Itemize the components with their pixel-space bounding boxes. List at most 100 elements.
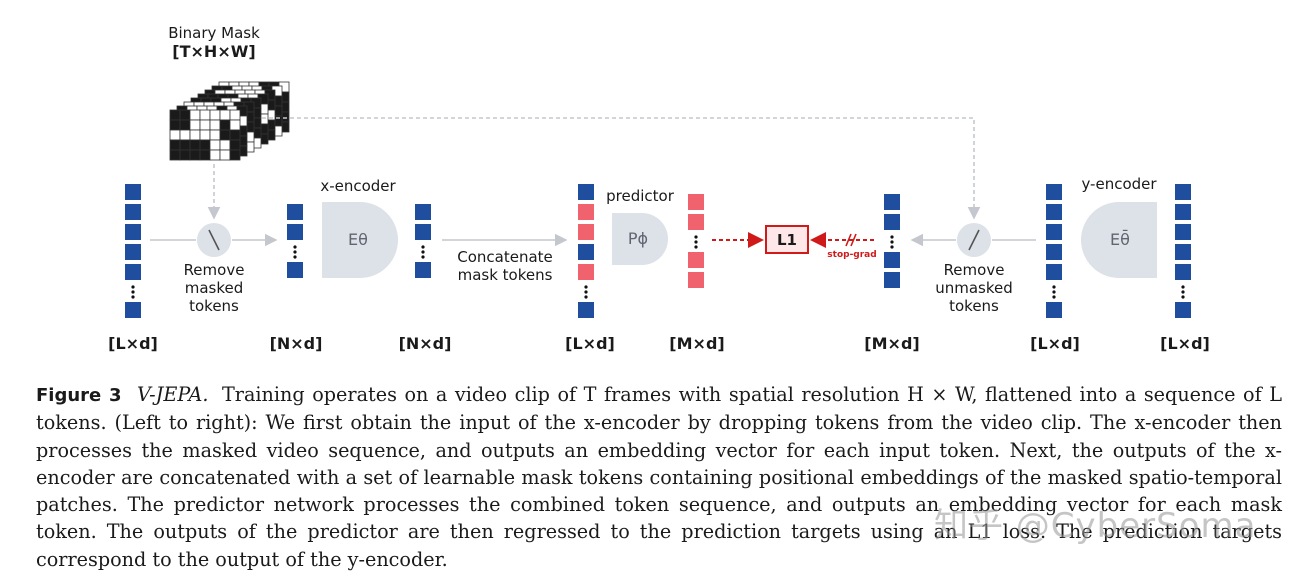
token [884,252,900,268]
mask-cell [229,129,241,141]
token [1175,184,1191,200]
mask-cell [189,109,201,121]
dim-concat: [L×d] [565,334,615,353]
remove-masked-line3: tokens [189,297,239,315]
mask-to-unmask-dashed [262,117,981,220]
mask-cell [209,119,221,131]
mask-dims: [T×H×W] [172,42,255,61]
token [1046,184,1062,200]
remove-masked-line1: Remove [184,261,245,279]
ellipsis-dot [1181,290,1185,294]
token [884,272,900,288]
dim-targets: [M×d] [864,334,919,353]
remove-unmasked-line2: unmasked [935,279,1013,297]
ellipsis-dot [1181,285,1185,289]
figure-caption: Figure 3 V-JEPA. Training operates on a … [36,381,1282,573]
mask-cell [169,139,181,151]
token [1046,204,1062,220]
ellipsis-dot [293,255,297,259]
ellipsis-dot [584,295,588,299]
token [1046,264,1062,280]
ellipsis-dot [694,245,698,249]
stop-grad-label: stop-grad [827,250,876,260]
token [1046,244,1062,260]
figure-label: Figure 3 [36,385,122,406]
ellipsis-dot [293,245,297,249]
dim-yenc-in: [L×d] [1030,334,1080,353]
token [1175,264,1191,280]
token [415,262,431,278]
mask-token [578,204,594,220]
token [884,214,900,230]
ellipsis-dot [421,245,425,249]
mask-cell [169,129,181,141]
token [578,184,594,200]
token [578,302,594,318]
token [578,244,594,260]
mask-cell [209,129,221,141]
dim-input: [L×d] [108,334,158,353]
ellipsis-dot [694,235,698,239]
ellipsis-dot [421,255,425,259]
caption-text: Training operates on a video clip of T f… [36,383,1282,571]
mask-cell [179,129,191,141]
ellipsis-dot [1052,285,1056,289]
mask-token [688,214,704,230]
mask-cell [219,139,231,151]
mask-cell [229,149,241,161]
mask-cell [199,139,211,151]
mask-token [578,264,594,280]
ellipsis-dot [421,250,425,254]
mask-cell [229,109,241,121]
ellipsis-dot [890,240,894,244]
dim-xenc-out: [N×d] [399,334,452,353]
x-encoder-shape [322,202,398,278]
token [125,224,141,240]
ellipsis-dot [890,235,894,239]
ellipsis-dot [584,290,588,294]
mask-token [688,252,704,268]
vjepa-diagram: Binary Mask [T×H×W] Remove masked tokens… [108,24,1210,353]
ellipsis-dot [890,245,894,249]
mask-token [688,272,704,288]
token [1046,224,1062,240]
mask-cell [199,109,211,121]
mask-cell [199,149,211,161]
mask-cell [169,119,181,131]
ellipsis-dot [131,295,135,299]
ellipsis-dot [1052,295,1056,299]
remove-unmasked-line1: Remove [944,261,1005,279]
mask-cell [209,139,221,151]
mask-cell [209,149,221,161]
mask-cell [229,119,241,131]
token [125,244,141,260]
remove-masked-line2: masked [185,279,244,297]
concat-line1: Concatenate [457,248,553,266]
ellipsis-dot [1052,290,1056,294]
token [1175,224,1191,240]
mask-token [578,224,594,240]
binary-mask-cube [169,81,290,161]
token [125,264,141,280]
loss-label: L1 [777,231,797,249]
mask-cell [199,119,211,131]
concat-line2: mask tokens [458,266,553,284]
mask-cell [189,119,201,131]
predictor-label: predictor [606,187,675,205]
mask-cell [169,109,181,121]
ellipsis-dot [1181,295,1185,299]
token [1046,302,1062,318]
y-encoder-label: y-encoder [1081,175,1157,193]
predictor-shape [612,213,668,265]
ellipsis-dot [131,290,135,294]
dim-masked: [N×d] [270,334,323,353]
ellipsis-dot [694,240,698,244]
mask-cell [179,109,191,121]
token [1175,204,1191,220]
mask-cell [189,129,201,141]
token [125,302,141,318]
token [1175,302,1191,318]
token [287,224,303,240]
mask-cell [219,129,231,141]
backslash-icon [208,229,220,251]
